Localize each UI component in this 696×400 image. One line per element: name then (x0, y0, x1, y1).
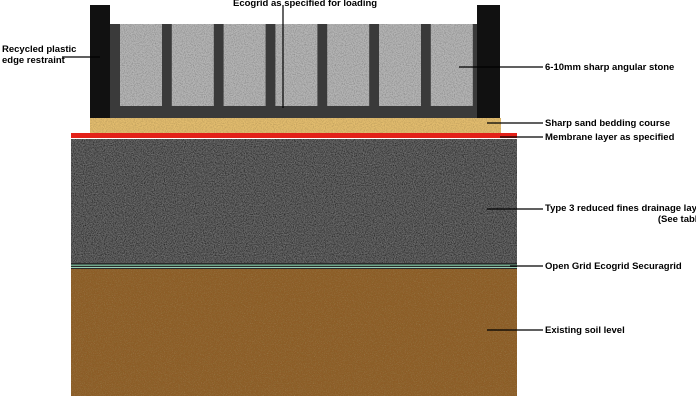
membrane-layer (71, 133, 517, 138)
soil-layer (71, 269, 517, 396)
stone-texture (379, 24, 421, 106)
drainage-label: Type 3 reduced fines drainage layer (See… (545, 203, 696, 225)
ecogrid-cells (109, 24, 477, 118)
drainage-label-line1: Type 3 reduced fines drainage layer (545, 203, 696, 214)
stone-texture (275, 24, 318, 106)
edge-restraint-label-line1: Recycled plastic (2, 44, 77, 55)
securagrid-layer (71, 263, 517, 269)
securagrid-label: Open Grid Ecogrid Securagrid (545, 261, 682, 272)
soil-label: Existing soil level (545, 325, 625, 336)
stone-texture (120, 24, 162, 106)
membrane-label: Membrane layer as specified (545, 132, 675, 143)
sand-layer (90, 118, 501, 133)
stone-texture (223, 24, 266, 106)
ecogrid-label: Ecogrid as specified for loading (233, 0, 378, 9)
edge-restraint-label-line2: edge restraint (2, 55, 65, 66)
edge-restraint-left (90, 5, 110, 118)
stone-label: 6-10mm sharp angular stone (545, 62, 675, 73)
sand-label: Sharp sand bedding course (545, 118, 671, 129)
drainage-label-line2: (See table) (657, 214, 696, 225)
stone-texture (327, 24, 370, 106)
edge-restraint-label: Recycled plastic edge restraint (2, 44, 76, 66)
stone-texture (430, 24, 473, 106)
drainage-layer (71, 139, 517, 263)
edge-restraint-right (477, 5, 500, 118)
stone-texture (171, 24, 214, 106)
leader-lines (62, 5, 543, 331)
